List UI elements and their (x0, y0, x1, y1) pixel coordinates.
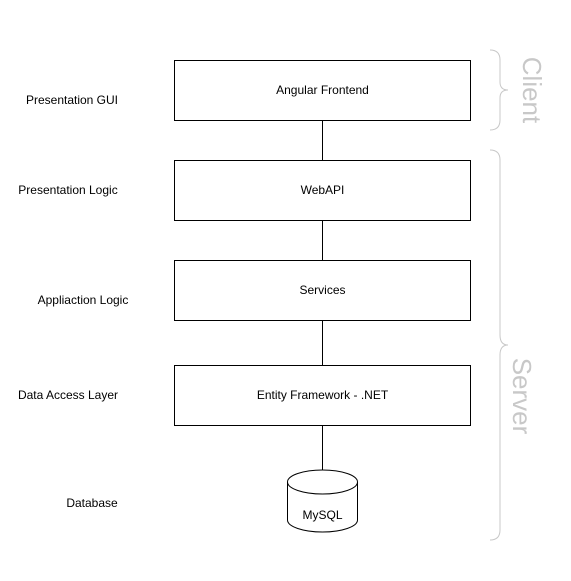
layer-label-application-logic: Appliaction Logic (38, 293, 129, 307)
layer-label-presentation-logic: Presentation Logic (18, 183, 117, 197)
component-entity-framework: Entity Framework - .NET (174, 365, 471, 426)
tier-label-server: Server (507, 358, 537, 435)
component-label: Angular Frontend (276, 83, 369, 97)
component-label: Entity Framework - .NET (257, 388, 389, 402)
layer-label-data-access-layer: Data Access Layer (18, 388, 118, 402)
component-label: Services (299, 283, 345, 297)
tier-label-client: Client (517, 57, 547, 124)
cylinder-body (287, 469, 358, 533)
component-label: WebAPI (301, 183, 345, 197)
layer-label-database: Database (66, 496, 118, 510)
database-cylinder: MySQL (287, 469, 358, 533)
component-webapi: WebAPI (174, 160, 471, 221)
component-angular-frontend: Angular Frontend (174, 60, 471, 121)
component-services: Services (174, 260, 471, 321)
server-brace (489, 149, 509, 541)
cylinder-top-rim (287, 481, 358, 495)
database-label: MySQL (302, 508, 342, 522)
layer-label-presentation-gui: Presentation GUI (26, 93, 118, 107)
client-brace (489, 49, 509, 131)
